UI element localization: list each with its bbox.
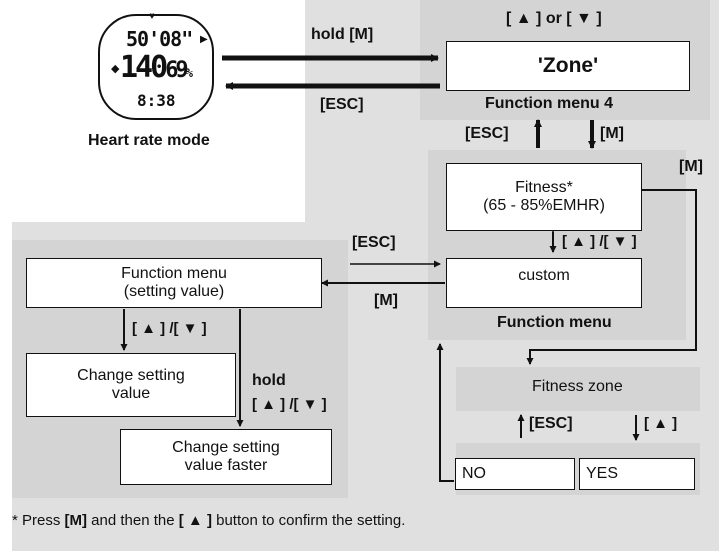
label-up-down-1: [ ▲ ] /[ ▼ ] — [562, 233, 637, 250]
no-box: NO — [455, 458, 575, 490]
yes-box: YES — [579, 458, 695, 490]
label-m-mid: [M] — [600, 125, 624, 142]
footnote: * Press [M] and then the [ ▲ ] button to… — [12, 512, 406, 529]
watch-line-2: 14069% — [120, 50, 193, 85]
watch-line-3: 8:38 — [137, 91, 176, 110]
arrow-no-back — [436, 343, 454, 482]
fitness-zone-panel — [456, 367, 700, 411]
fitness-zone-title: Fitness zone — [532, 378, 623, 395]
label-up-down-2: [ ▲ ] /[ ▼ ] — [132, 320, 207, 337]
watch-caption: Heart rate mode — [88, 132, 210, 149]
label-up-down-3: [ ▲ ] /[ ▼ ] — [252, 396, 327, 413]
watch-line-1: 50'08" — [126, 27, 193, 51]
label-up-zone: [ ▲ ] — [644, 415, 678, 432]
label-esc-mid: [ESC] — [465, 125, 509, 142]
label-m-right: [M] — [679, 158, 703, 175]
label-esc-zone: [ESC] — [529, 415, 573, 432]
watch-arrow-left-icon: ◆ — [111, 63, 120, 75]
watch-display — [98, 14, 214, 120]
left-margin — [0, 222, 12, 551]
setting-value-box: Function menu (setting value) — [26, 258, 322, 308]
label-m-left: [M] — [374, 292, 398, 309]
label-esc-top: [ESC] — [320, 96, 364, 113]
label-up-or-down: [ ▲ ] or [ ▼ ] — [506, 10, 602, 27]
arrow-m-right — [526, 189, 697, 365]
watch-heart-icon: ♥ — [149, 11, 155, 22]
change-faster-box: Change setting value faster — [120, 429, 332, 485]
change-setting-box: Change setting value — [26, 353, 236, 417]
zone-box: 'Zone' — [446, 41, 690, 91]
function-menu-4-title: Function menu 4 — [485, 95, 613, 112]
label-esc-left: [ESC] — [352, 234, 396, 251]
function-menu-title: Function menu — [497, 314, 612, 331]
watch-arrow-right-icon: ▶ — [200, 34, 208, 45]
custom-box: custom — [446, 258, 642, 308]
label-hold: hold — [252, 372, 286, 389]
fitness-box: Fitness* (65 - 85%EMHR) — [446, 163, 642, 231]
label-hold-m: hold [M] — [311, 26, 374, 43]
